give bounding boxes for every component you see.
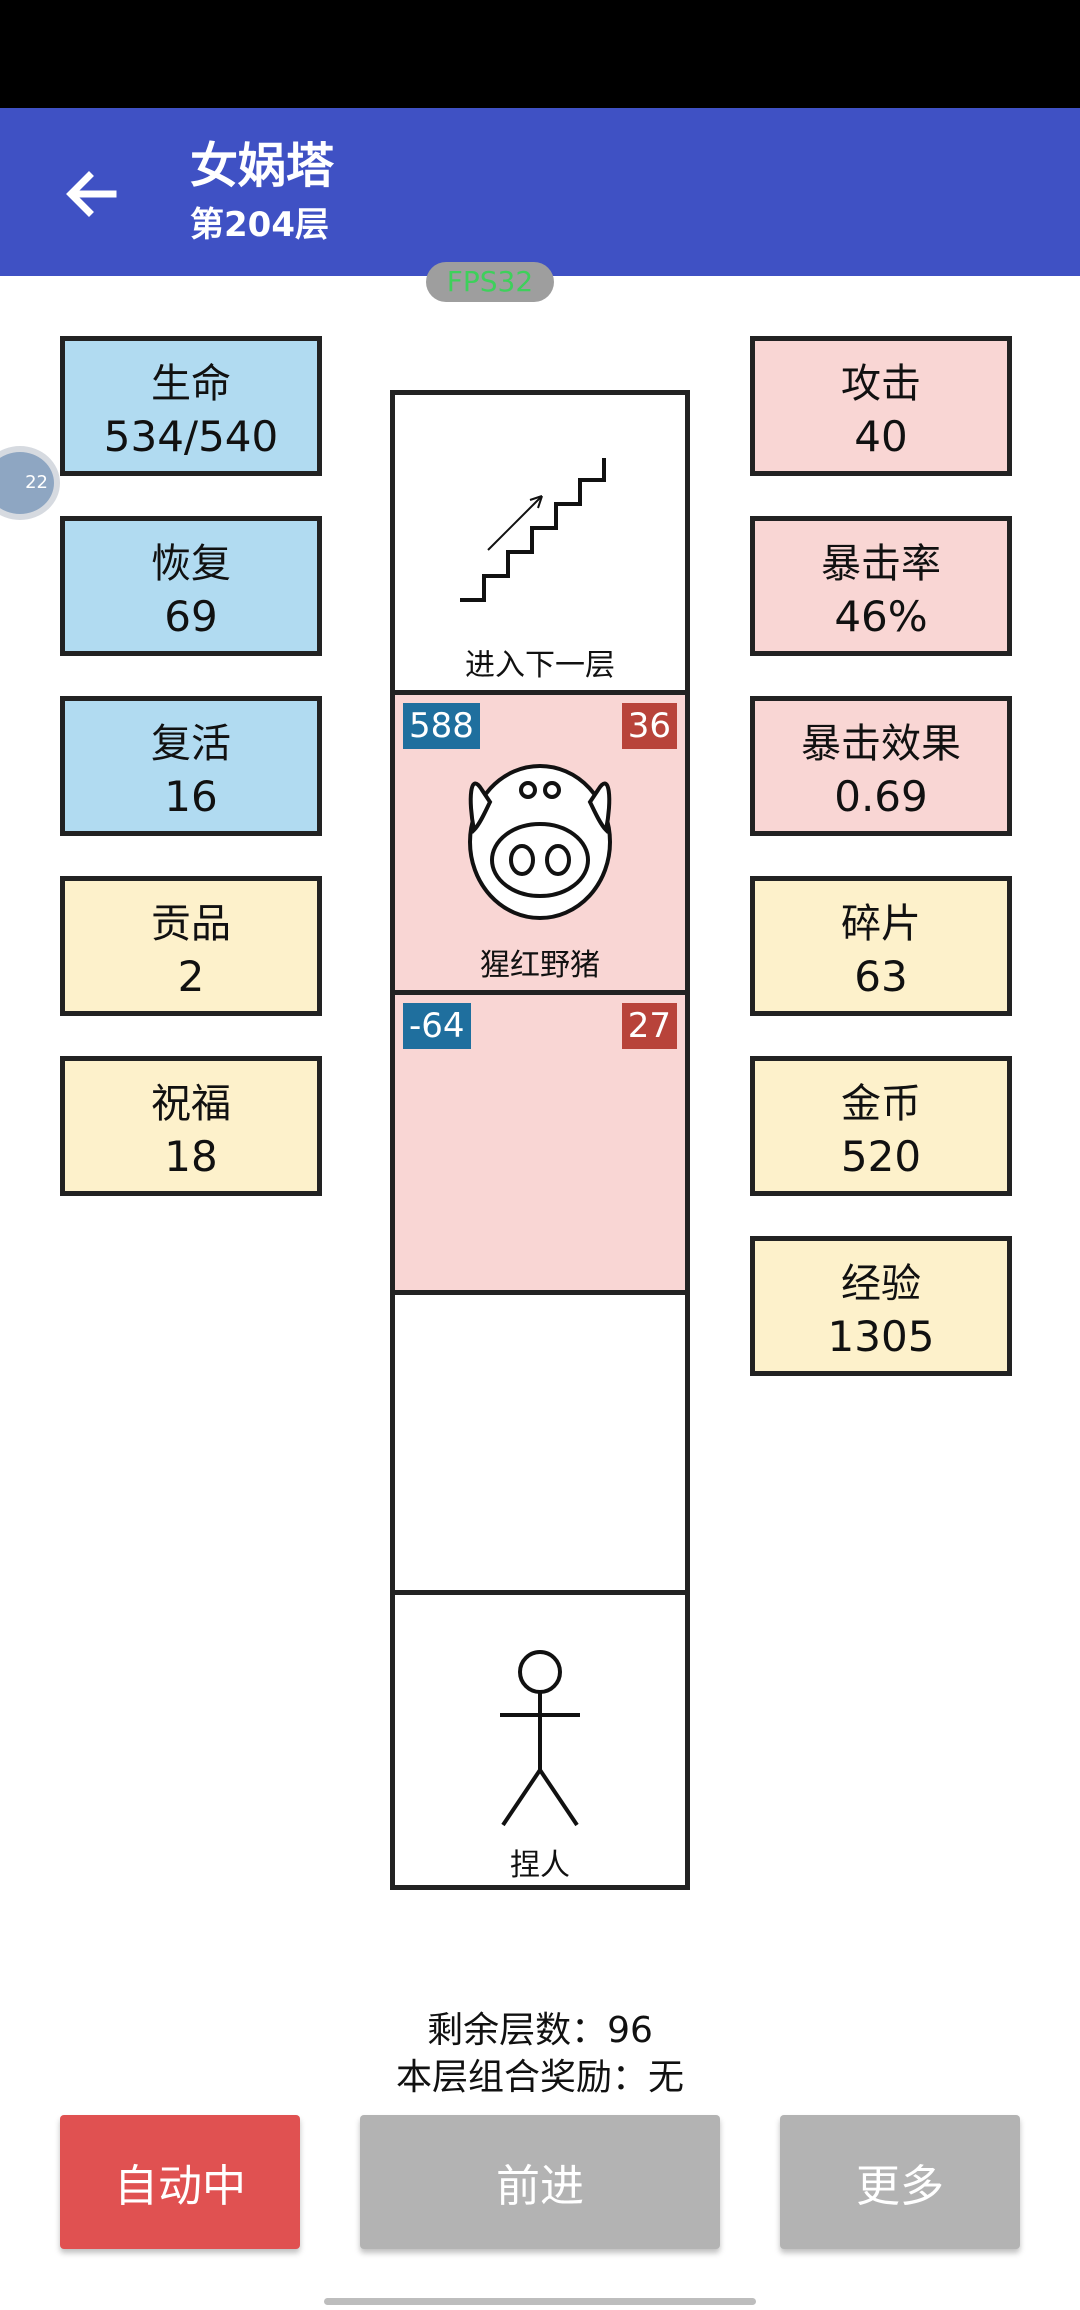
cell-stairs[interactable]: 进入下一层 bbox=[395, 395, 685, 695]
cell-monster[interactable]: 588 36 猩红野猪 bbox=[395, 695, 685, 995]
stat-value: 69 bbox=[164, 592, 218, 641]
stat-blessing: 祝福 18 bbox=[60, 1056, 322, 1196]
arrow-left-icon bbox=[66, 171, 117, 217]
stat-exp: 经验 1305 bbox=[750, 1236, 1012, 1376]
monster-name: 猩红野猪 bbox=[480, 948, 600, 983]
stat-label: 碎片 bbox=[841, 901, 921, 947]
cell-empty bbox=[395, 1295, 685, 1595]
stat-fragments: 碎片 63 bbox=[750, 876, 1012, 1016]
combo-reward: 本层组合奖励：无 bbox=[395, 2057, 684, 2098]
floating-assist-button[interactable]: 22 bbox=[0, 446, 60, 520]
stat-label: 生命 bbox=[151, 361, 231, 407]
stat-value: 534/540 bbox=[103, 412, 279, 461]
stat-label: 贡品 bbox=[151, 901, 231, 947]
more-button[interactable]: 更多 bbox=[780, 2115, 1020, 2249]
boar-icon bbox=[468, 764, 612, 920]
stat-label: 暴击率 bbox=[821, 541, 941, 587]
stat-attack: 攻击 40 bbox=[750, 336, 1012, 476]
stat-tribute: 贡品 2 bbox=[60, 876, 322, 1016]
stat-value: 40 bbox=[854, 412, 908, 461]
stat-value: 2 bbox=[177, 952, 205, 1001]
cell-trap[interactable]: -64 27 bbox=[395, 995, 685, 1295]
stat-label: 祝福 bbox=[151, 1081, 231, 1127]
stat-label: 恢复 bbox=[151, 541, 231, 587]
stat-value: 18 bbox=[164, 1132, 218, 1181]
stat-regen: 恢复 69 bbox=[60, 516, 322, 656]
page-title: 女娲塔 bbox=[190, 138, 335, 194]
player-label: 捏人 bbox=[510, 1848, 570, 1883]
stat-value: 520 bbox=[840, 1132, 922, 1181]
back-button[interactable] bbox=[55, 158, 127, 230]
fps-badge: FPS32 bbox=[426, 262, 554, 302]
floor-subtitle: 第204层 bbox=[190, 205, 329, 245]
stat-hp: 生命 534/540 bbox=[60, 336, 322, 476]
stat-label: 金币 bbox=[841, 1081, 921, 1127]
stat-label: 复活 bbox=[151, 721, 231, 767]
stat-value: 63 bbox=[854, 952, 908, 1001]
remaining-floors: 剩余层数：96 bbox=[427, 2010, 653, 2051]
stat-value: 46% bbox=[834, 592, 928, 641]
stick-figure-icon bbox=[500, 1650, 580, 1827]
stat-value: 16 bbox=[164, 772, 218, 821]
stat-label: 暴击效果 bbox=[801, 721, 961, 767]
forward-button[interactable]: 前进 bbox=[360, 2115, 720, 2249]
stat-label: 经验 bbox=[841, 1261, 921, 1307]
monster-hp-badge: 588 bbox=[403, 703, 480, 749]
stat-value: 0.69 bbox=[834, 772, 928, 821]
monster-attack-badge: 36 bbox=[621, 703, 677, 749]
app-bar: 女娲塔 第204层 bbox=[0, 108, 1080, 276]
stat-label: 攻击 bbox=[841, 361, 921, 407]
stat-crit-effect: 暴击效果 0.69 bbox=[750, 696, 1012, 836]
tower-column: 进入下一层 588 36 猩红野猪 -64 27 捏人 bbox=[390, 390, 690, 1890]
stat-value: 1305 bbox=[827, 1312, 935, 1361]
trap-left-badge: -64 bbox=[403, 1003, 471, 1049]
status-bar bbox=[0, 0, 1080, 108]
home-indicator bbox=[324, 2298, 756, 2305]
cell-player[interactable]: 捏人 bbox=[395, 1595, 685, 1895]
stairs-icon bbox=[460, 458, 606, 602]
auto-button[interactable]: 自动中 bbox=[60, 2115, 300, 2249]
stat-revive: 复活 16 bbox=[60, 696, 322, 836]
stat-crit-rate: 暴击率 46% bbox=[750, 516, 1012, 656]
stat-gold: 金币 520 bbox=[750, 1056, 1012, 1196]
stairs-label: 进入下一层 bbox=[465, 648, 615, 683]
trap-right-badge: 27 bbox=[621, 1003, 677, 1049]
